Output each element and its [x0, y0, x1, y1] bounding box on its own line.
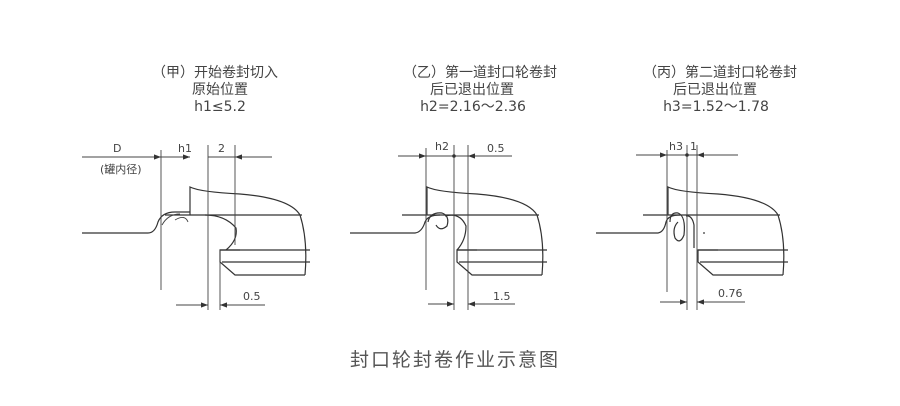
dim-label-h3: h3 [669, 140, 683, 153]
dim-label-2: 2 [218, 142, 225, 155]
panel-second-operation: （丙）第二道封口轮卷封 后已退出位置 h3=1.52～1.78 h3 1 0.7… [596, 64, 797, 310]
dim-label-h1: h1 [178, 142, 192, 155]
dim-label-can-diameter: (罐内径) [100, 162, 142, 176]
panel-title-line2: 原始位置 [192, 82, 248, 98]
panel-initial-position: （甲）开始卷封切入 原始位置 h1≤5.2 D (罐内径) h1 2 0.5 [82, 65, 311, 310]
dim-label-d: D [113, 142, 121, 155]
panel-title-line2: 后已退出位置 [673, 82, 757, 98]
dim-label-0-5: 0.5 [243, 290, 261, 303]
panel-title-line3: h1≤5.2 [194, 99, 246, 115]
panel-title-line3: h3=1.52～1.78 [663, 99, 769, 115]
dim-label-0-76: 0.76 [718, 287, 743, 300]
panel-first-operation: （乙）第一道封口轮卷封 后已退出位置 h2=2.16～2.36 h2 0.5 1… [350, 64, 557, 310]
panel-title-line1: （甲）开始卷封切入 [152, 65, 278, 81]
panel-title-line3: h2=2.16～2.36 [420, 99, 526, 115]
dim-label-h2: h2 [435, 140, 449, 153]
dim-label-0-5: 0.5 [487, 142, 505, 155]
panel-title-line1: （丙）第二道封口轮卷封 [643, 64, 797, 81]
panel-title-line2: 后已退出位置 [430, 82, 514, 98]
diagram-caption: 封口轮封卷作业示意图 [350, 349, 560, 371]
panel-title-line1: （乙）第一道封口轮卷封 [403, 64, 557, 81]
dim-label-1: 1 [690, 140, 697, 153]
dim-label-1-5: 1.5 [493, 290, 511, 303]
